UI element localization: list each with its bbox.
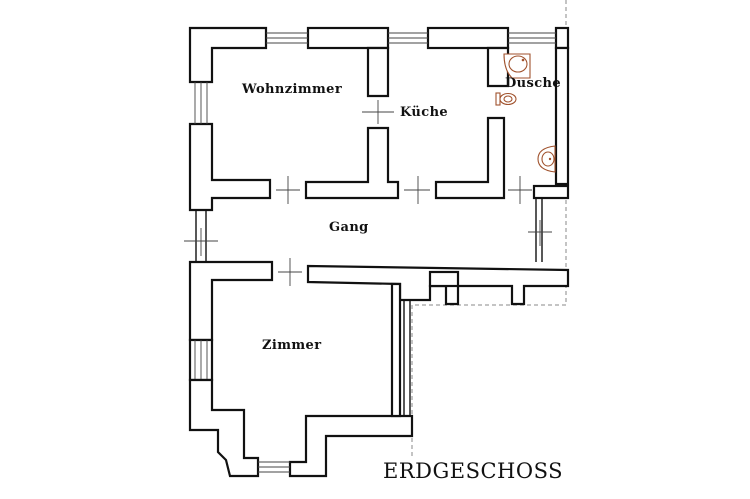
interior-walls-north (276, 100, 532, 204)
bathroom-walls (528, 46, 570, 262)
west-wall (184, 82, 272, 262)
room-label-gang: Gang (329, 220, 369, 235)
window-north-2 (388, 32, 428, 44)
room-label-zimmer: Zimmer (262, 338, 321, 353)
zimmer-walls (188, 282, 414, 478)
bathtub-icon (503, 53, 531, 79)
window-north-3 (508, 32, 556, 44)
room-label-kueche: Küche (400, 105, 448, 120)
room-label-wohnzimmer: Wohnzimmer (241, 82, 342, 97)
window-north-1 (266, 32, 308, 44)
floor-title: ERDGESCHOSS (383, 459, 563, 483)
interior-walls-south (188, 258, 570, 342)
toilet-icon (495, 92, 517, 106)
washbasin-icon (537, 145, 556, 173)
room-label-dusche: Dusche (505, 76, 561, 91)
